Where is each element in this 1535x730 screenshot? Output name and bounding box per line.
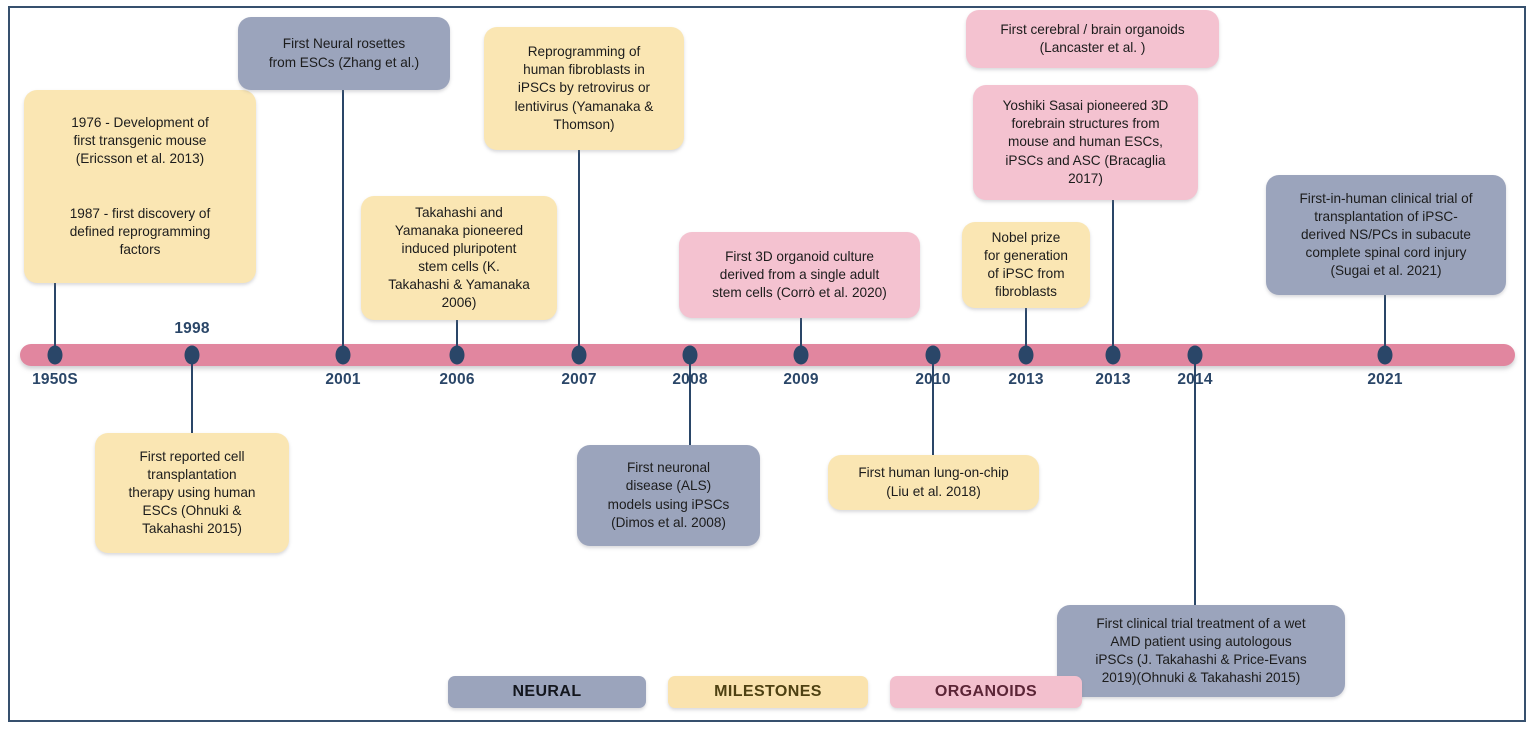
year-label-2010: 2010 <box>915 371 951 388</box>
timeline-bar <box>20 344 1515 366</box>
year-label-2013-b: 2013 <box>1095 371 1131 388</box>
year-label-2013-a: 2013 <box>1008 371 1044 388</box>
timeline-marker-2010[interactable] <box>925 345 941 365</box>
timeline-marker-2001[interactable] <box>335 345 351 365</box>
connector-yoshiki-sasai <box>1112 200 1114 355</box>
timeline-marker-1998[interactable] <box>184 345 200 365</box>
card-lung-on-chip[interactable]: First human lung-on-chip(Liu et al. 2018… <box>828 455 1039 510</box>
timeline-marker-2013-a[interactable] <box>1018 345 1034 365</box>
legend-item-neural[interactable]: NEURAL <box>448 676 646 708</box>
connector-spinal-cord <box>1384 295 1386 355</box>
year-label-2001: 2001 <box>325 371 361 388</box>
connector-3d-organoid <box>800 318 802 355</box>
connector-als-models <box>689 355 691 445</box>
connector-neural-rosettes <box>342 90 344 355</box>
year-label-2009: 2009 <box>783 371 819 388</box>
card-text: First human lung-on-chip(Liu et al. 2018… <box>858 465 1009 499</box>
connector-nobel-prize <box>1025 308 1027 355</box>
connector-wet-amd <box>1194 355 1196 605</box>
timeline-marker-2014[interactable] <box>1187 345 1203 365</box>
connector-reprogramming <box>578 150 580 355</box>
legend-item-organoids[interactable]: ORGANOIDS <box>890 676 1082 708</box>
card-cerebral-brain-organoids[interactable]: First cerebral / brain organoids(Lancast… <box>966 10 1219 68</box>
legend-item-milestones[interactable]: MILESTONES <box>668 676 868 708</box>
connector-lung-on-chip <box>932 355 934 455</box>
year-label-2006: 2006 <box>439 371 475 388</box>
connector-transgenic-mouse <box>54 283 56 355</box>
legend: NEURAL MILESTONES ORGANOIDS <box>448 676 1082 708</box>
year-label-2014: 2014 <box>1177 371 1213 388</box>
year-label-2008: 2008 <box>672 371 708 388</box>
timeline-marker-2007[interactable] <box>571 345 587 365</box>
timeline-marker-2021[interactable] <box>1377 345 1393 365</box>
year-label-1950s: 1950S <box>32 371 78 388</box>
year-label-2021: 2021 <box>1367 371 1403 388</box>
year-label-2007: 2007 <box>561 371 597 388</box>
year-label-1998: 1998 <box>174 320 210 337</box>
connector-takahashi-yamanaka <box>456 320 458 355</box>
timeline-marker-1950s[interactable] <box>47 345 63 365</box>
timeline-marker-2013-b[interactable] <box>1105 345 1121 365</box>
timeline-marker-2009[interactable] <box>793 345 809 365</box>
card-text: First cerebral / brain organoids(Lancast… <box>1000 21 1185 55</box>
timeline-marker-2006[interactable] <box>449 345 465 365</box>
connector-cell-transplantation <box>191 355 193 435</box>
timeline-marker-2008[interactable] <box>682 345 698 365</box>
